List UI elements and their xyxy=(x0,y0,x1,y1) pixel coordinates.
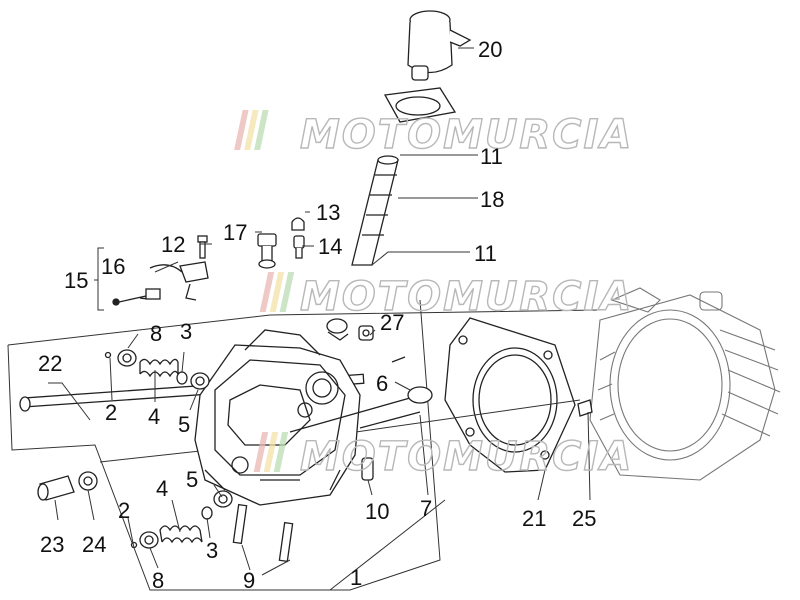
watermark-stripe xyxy=(234,110,249,150)
callout-6: 6 xyxy=(376,371,388,396)
callout-27: 27 xyxy=(380,310,404,335)
callout-25: 25 xyxy=(572,506,596,531)
watermark-3: MOTOMURCIA xyxy=(253,432,633,481)
watermark-stripe xyxy=(269,272,285,312)
watermark-2: MOTOMURCIA xyxy=(259,272,633,321)
valve-spring-cap-top xyxy=(117,349,137,367)
small-plug xyxy=(577,399,593,417)
watermark-stripe xyxy=(259,272,275,312)
callout-12: 12 xyxy=(161,232,185,257)
callout-11: 11 xyxy=(474,241,497,266)
valve-exhaust xyxy=(289,386,433,433)
callout-18: 18 xyxy=(480,187,504,212)
watermark-text: MOTOMURCIA xyxy=(300,274,633,320)
callout-21: 21 xyxy=(522,506,546,531)
callout-10: 10 xyxy=(365,499,389,524)
callout-13: 13 xyxy=(316,200,340,225)
callout-22: 22 xyxy=(38,351,62,376)
callout-15: 15 xyxy=(64,268,88,293)
watermark-stripe xyxy=(253,432,269,472)
watermark-stripe xyxy=(254,110,269,150)
callout-9: 9 xyxy=(243,568,255,593)
hose xyxy=(351,155,399,266)
callout-3: 3 xyxy=(180,319,192,344)
callout-8: 8 xyxy=(150,321,162,346)
valve-washer-bottom xyxy=(213,490,233,508)
callout-20: 20 xyxy=(478,37,502,62)
callout-16: 16 xyxy=(101,254,125,279)
valve-washer-top xyxy=(190,372,210,390)
callout-3: 3 xyxy=(206,538,218,563)
callout-14: 14 xyxy=(318,234,342,259)
callout-5: 5 xyxy=(186,467,198,492)
callout-5: 5 xyxy=(178,412,190,437)
callout-24: 24 xyxy=(82,532,106,557)
callout-8: 8 xyxy=(152,568,164,593)
callout-4: 4 xyxy=(156,476,168,501)
watermark-stripe xyxy=(279,272,295,312)
sensor-with-cable xyxy=(112,261,209,306)
spark-plug-sensor xyxy=(257,233,277,269)
callout-1: 1 xyxy=(350,565,362,590)
watermark-stripe xyxy=(273,432,289,472)
valve-intake xyxy=(359,356,421,429)
watermark-1: MOTOMURCIA xyxy=(234,110,633,159)
dowel-pins xyxy=(232,503,294,563)
cylinder-head xyxy=(194,329,361,506)
thermostat-housing xyxy=(407,10,472,81)
small-bushing xyxy=(358,325,374,341)
valve-spring-cap-bottom xyxy=(139,531,159,549)
guide-bush xyxy=(361,457,374,481)
head-gasket xyxy=(444,317,576,473)
callout-labels: 20 11 18 11 17 13 14 12 16 15 27 8 3 22 … xyxy=(38,37,596,593)
washer xyxy=(78,471,98,491)
watermark-text: MOTOMURCIA xyxy=(300,112,633,158)
valve-seal-bottom xyxy=(201,506,213,520)
valve-spring-bottom xyxy=(159,525,203,544)
callout-11: 11 xyxy=(480,144,503,169)
callout-2: 2 xyxy=(105,400,117,425)
watermark-stripe xyxy=(263,432,279,472)
hose-clamp xyxy=(326,318,349,341)
screw xyxy=(197,235,208,259)
cylinder xyxy=(589,287,781,481)
spacer-sleeve xyxy=(37,475,75,501)
leader-lines xyxy=(48,47,591,576)
valve-seal-top xyxy=(176,371,188,385)
callout-23: 23 xyxy=(40,532,64,557)
o-ring-top xyxy=(383,87,457,123)
temperature-sender xyxy=(291,217,305,259)
watermark-stripe xyxy=(244,110,259,150)
group-bracket xyxy=(94,247,104,311)
valve-cotter-top xyxy=(104,351,112,359)
callout-7: 7 xyxy=(420,496,432,521)
callout-17: 17 xyxy=(223,220,247,245)
valve-spring-top xyxy=(139,358,179,378)
callout-4: 4 xyxy=(148,404,160,429)
callout-2: 2 xyxy=(118,498,130,523)
watermark-text: MOTOMURCIA xyxy=(300,434,633,480)
